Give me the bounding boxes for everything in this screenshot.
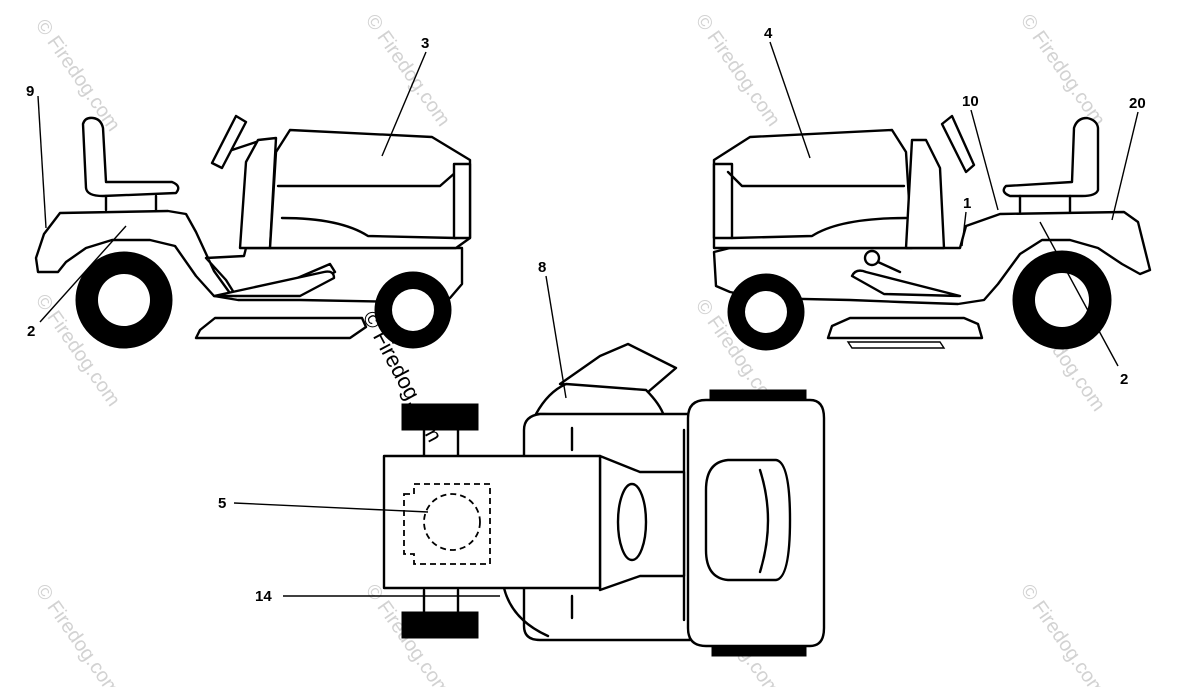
callout-8: 8 (538, 259, 546, 276)
callout-labels: 9 3 4 10 20 1 2 2 8 5 14 (26, 25, 1146, 605)
tractor-right-view (712, 114, 1152, 351)
steering-wheel-top (616, 482, 648, 562)
leader-2-left (39, 225, 127, 323)
seat-top (704, 458, 792, 582)
axle-spindles (422, 428, 460, 614)
seat (1002, 116, 1100, 198)
seat-back-line (758, 468, 770, 574)
mower-deck (826, 316, 984, 340)
front-wheel-hub (745, 291, 787, 333)
callout-10: 10 (962, 93, 979, 110)
callout-2: 2 (1120, 371, 1128, 388)
decal-outline-circle (423, 493, 481, 551)
leader-10 (970, 109, 999, 211)
tractor-body (34, 209, 464, 304)
callout-20: 20 (1129, 95, 1146, 112)
hood-line (276, 170, 458, 188)
leader-2-right (1039, 221, 1119, 367)
watermark-text: © Firedog.com (1016, 10, 1109, 130)
callout-9: 9 (26, 83, 34, 100)
footrest (212, 270, 336, 298)
dash-panel (238, 136, 278, 250)
leader-3 (381, 51, 427, 157)
rear-wheel-hub (98, 274, 150, 326)
leader-8 (545, 275, 567, 399)
callout-14: 14 (255, 588, 272, 605)
hood-line (726, 170, 906, 188)
leader-lines (37, 41, 1139, 597)
callout-2: 2 (27, 323, 35, 340)
mower-deck (194, 316, 368, 340)
seat (81, 116, 180, 198)
steering-wheel (210, 114, 248, 170)
watermark-text: © Firedog.com (1016, 580, 1109, 687)
seat-post (1018, 194, 1072, 214)
deck-belt-line (502, 586, 550, 638)
tractor-left-view (34, 114, 472, 349)
hood (268, 128, 472, 250)
grille (712, 162, 734, 240)
leader-4 (769, 41, 811, 159)
leader-9 (37, 95, 47, 229)
hood-top (382, 454, 602, 590)
hood-side-line (730, 216, 908, 240)
dash-panel (904, 138, 946, 250)
decal-outline-square (403, 483, 491, 565)
watermark-text: © Firedog.com (31, 15, 124, 135)
tractor-top-view (382, 342, 826, 657)
front-tire-bottom (401, 611, 479, 639)
mower-deck-edge (534, 382, 666, 418)
steering-wheel (940, 114, 976, 174)
callout-5: 5 (218, 495, 226, 512)
grille (452, 162, 472, 240)
callout-4: 4 (764, 25, 773, 42)
lift-lever (876, 260, 902, 274)
leader-20 (1111, 111, 1139, 221)
hood-side-line (280, 216, 458, 240)
callout-3: 3 (421, 35, 429, 52)
footrest (850, 269, 962, 298)
deck-underside (846, 341, 946, 349)
leader-1 (961, 211, 967, 247)
leader-5 (233, 502, 429, 513)
front-tire-top (401, 403, 479, 431)
watermark-text: © Firedog.com (361, 10, 454, 130)
callout-1: 1 (963, 195, 971, 212)
front-wheel-hub (392, 289, 434, 331)
lift-lever-knob (863, 249, 881, 267)
watermark-text: © Firedog.com (31, 580, 124, 687)
seat-post (104, 194, 158, 212)
rear-wheel-hub (1035, 273, 1089, 327)
hood (712, 128, 914, 250)
